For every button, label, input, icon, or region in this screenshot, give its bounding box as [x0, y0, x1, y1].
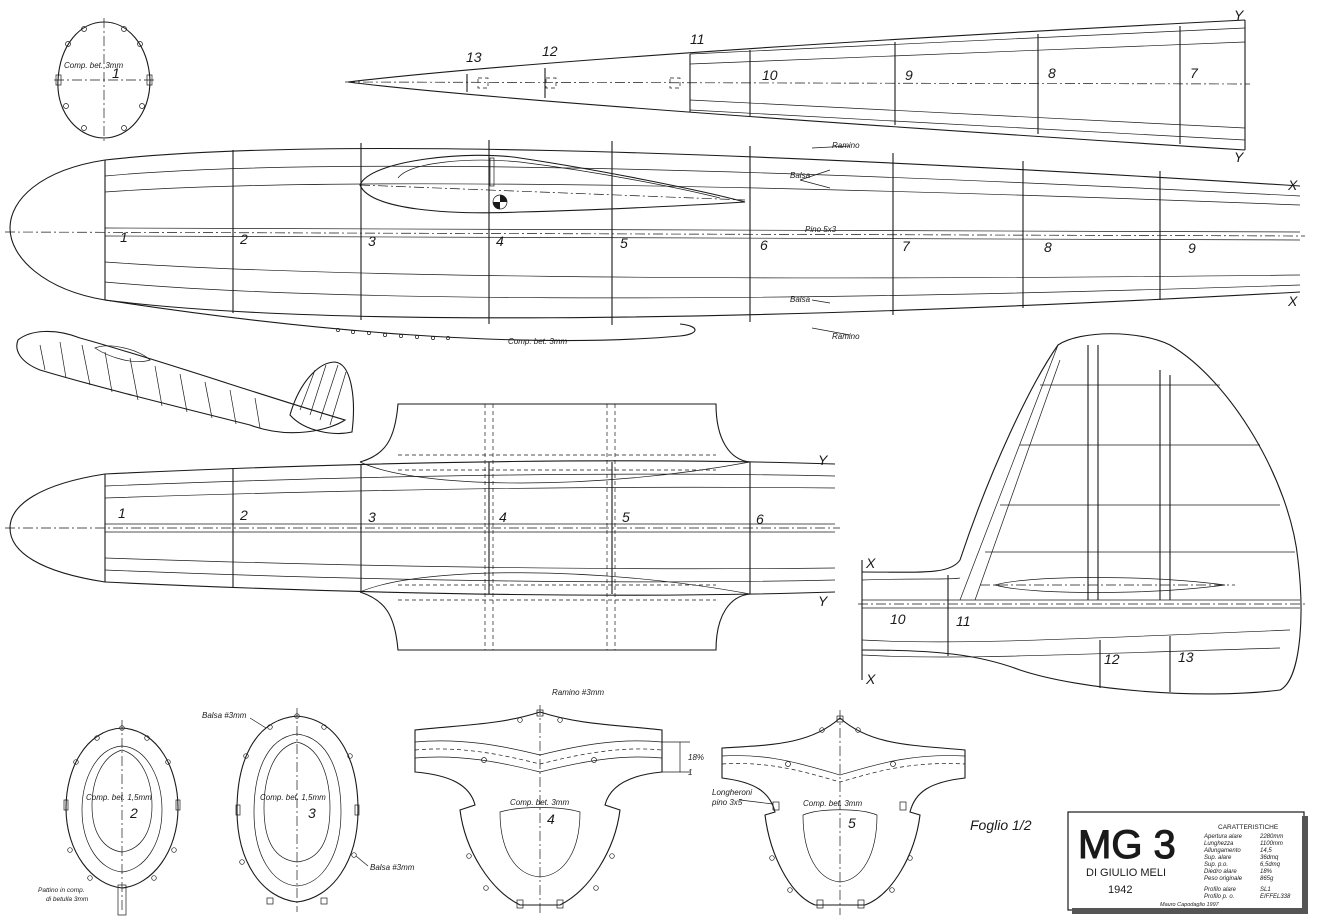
spec-value: 1100mm [1260, 841, 1283, 847]
spec-label: Peso originale [1204, 876, 1243, 882]
section-x-top: X [1287, 177, 1298, 193]
model-name: MG 3 [1078, 823, 1176, 867]
boom-former-9: 9 [905, 67, 913, 83]
sheet-number: Foglio 1/2 [970, 817, 1032, 833]
fin-former-12: 12 [1104, 651, 1120, 667]
fin-former-13: 13 [1178, 649, 1194, 665]
fuselage-side-view: Ramino Balsa Pino 5x3 Balsa Ramino Comp.… [4, 140, 1306, 346]
former-3: Balsa #3mm Balsa #3mm Comp. bet. 1,5mm 3 [202, 708, 415, 912]
comp-label-f3: Comp. bet. 1,5mm [260, 793, 326, 802]
section-y-top-view-lower: Y [818, 593, 829, 609]
section-x-fin-bottom: X [865, 671, 876, 687]
section-x-bottom: X [1287, 293, 1298, 309]
spec-label: Apertura alare [1203, 834, 1243, 840]
section-y-boom-bottom: Y [1234, 149, 1245, 165]
side-former-3: 3 [368, 233, 376, 249]
fin-former-11: 11 [956, 613, 971, 629]
balsa-label-bottom: Balsa [790, 295, 811, 304]
spec-list: Apertura alare 2280mm Lunghezza 1100mm A… [1203, 834, 1291, 900]
balsa-label-top: Balsa [790, 171, 811, 180]
former-number-2: 2 [129, 805, 138, 821]
side-former-9: 9 [1188, 240, 1196, 256]
former-2: Comp. bet. 1,5mm 2 Pattino in comp. di b… [38, 720, 181, 916]
top-former-4: 4 [499, 509, 507, 525]
specs-heading: CARATTERISTICHE [1218, 824, 1279, 831]
comp-label-fuselage: Comp. bet. 3mm [508, 337, 567, 346]
tail-boom-view: 13 12 11 10 9 8 7 Y Y [344, 7, 1251, 165]
longheroni-label-2: pino 3x5 [711, 798, 743, 807]
profile-value: EIFFEL338 [1260, 894, 1291, 900]
section-x-fin-top: X [865, 555, 876, 571]
boom-former-10: 10 [762, 67, 778, 83]
former-number-5: 5 [848, 815, 856, 831]
spec-label: Sup. alare [1204, 855, 1232, 861]
spec-label: Lunghezza [1204, 841, 1234, 847]
design-year: 1942 [1108, 884, 1132, 896]
former-1-top: Comp. bet. 3mm 1 [54, 18, 154, 142]
former-number-3: 3 [308, 805, 316, 821]
section-y-top-view-upper: Y [818, 452, 829, 468]
boom-former-13: 13 [466, 49, 482, 65]
ramino3-label: Ramino #3mm [552, 688, 604, 697]
side-former-7: 7 [902, 238, 911, 254]
spec-value: 18% [1260, 869, 1273, 875]
top-former-2: 2 [239, 507, 248, 523]
fin-former-10: 10 [890, 611, 906, 627]
top-former-3: 3 [368, 509, 376, 525]
dihedral-label: 18% [688, 753, 704, 762]
comp-label-f5: Comp. bet. 3mm [803, 799, 862, 808]
spec-label: Diedro alare [1204, 869, 1237, 875]
dihedral-base: 1 [688, 768, 692, 777]
profile-label: Profilo p. o. [1204, 894, 1234, 900]
author-credit: Mauro Capodaglio 1997 [1160, 902, 1220, 908]
side-former-2: 2 [239, 231, 248, 247]
side-former-5: 5 [620, 235, 628, 251]
model-perspective-sketch [16, 330, 354, 434]
comp-label-f1: Comp. bet. 3mm [64, 61, 123, 70]
former-number-4: 4 [547, 811, 555, 827]
balsa3-label-bottom: Balsa #3mm [370, 863, 415, 872]
former-5: Longheroni pino 3x5 Comp. bet. 3mm 5 [711, 710, 966, 915]
side-former-6: 6 [760, 237, 768, 253]
spec-label: Allungamento [1203, 848, 1241, 854]
boom-former-7: 7 [1190, 65, 1199, 81]
boom-former-8: 8 [1048, 65, 1056, 81]
profile-label: Profilo alare [1204, 887, 1237, 893]
side-former-1: 1 [120, 229, 128, 245]
fin-and-tail-view: X X 10 11 12 13 [858, 333, 1305, 695]
section-y-boom-top: Y [1234, 7, 1245, 23]
side-former-8: 8 [1044, 239, 1052, 255]
boom-former-12: 12 [542, 43, 558, 59]
former-number-1: 1 [112, 65, 120, 81]
spec-value: 2280mm [1259, 834, 1283, 840]
former-4: Ramino #3mm 18% 1 Comp. bet. 3mm 4 [414, 688, 704, 915]
side-former-4: 4 [496, 233, 504, 249]
top-former-6: 6 [756, 511, 764, 527]
top-former-1: 1 [118, 505, 126, 521]
ramino-label-top: Ramino [832, 141, 860, 150]
pattino-label-2: di betulla 3mm [46, 896, 89, 903]
top-former-5: 5 [622, 509, 630, 525]
spec-value: 6,5dmq [1260, 862, 1281, 868]
pino-label: Pino 5x3 [805, 225, 837, 234]
spec-value: 36dmq [1260, 855, 1279, 861]
boom-former-11: 11 [690, 31, 705, 47]
pattino-label-1: Pattino in comp. [38, 887, 85, 894]
profile-value: SL1 [1260, 887, 1271, 893]
spec-value: 865g [1260, 876, 1274, 882]
spec-value: 14,5 [1260, 848, 1272, 854]
balsa3-label-top: Balsa #3mm [202, 711, 247, 720]
longheroni-label-1: Longheroni [712, 788, 752, 797]
ramino-label-bottom: Ramino [832, 332, 860, 341]
designer-name: DI GIULIO MELI [1086, 867, 1166, 879]
fuselage-top-view: Y Y 1 2 3 4 5 6 [5, 403, 840, 651]
comp-label-f2: Comp. bet. 1,5mm [86, 793, 152, 802]
comp-label-f4: Comp. bet. 3mm [510, 798, 569, 807]
title-block: MG 3 DI GIULIO MELI 1942 CARATTERISTICHE… [1067, 811, 1308, 914]
spec-label: Sup. p.o. [1204, 862, 1228, 868]
